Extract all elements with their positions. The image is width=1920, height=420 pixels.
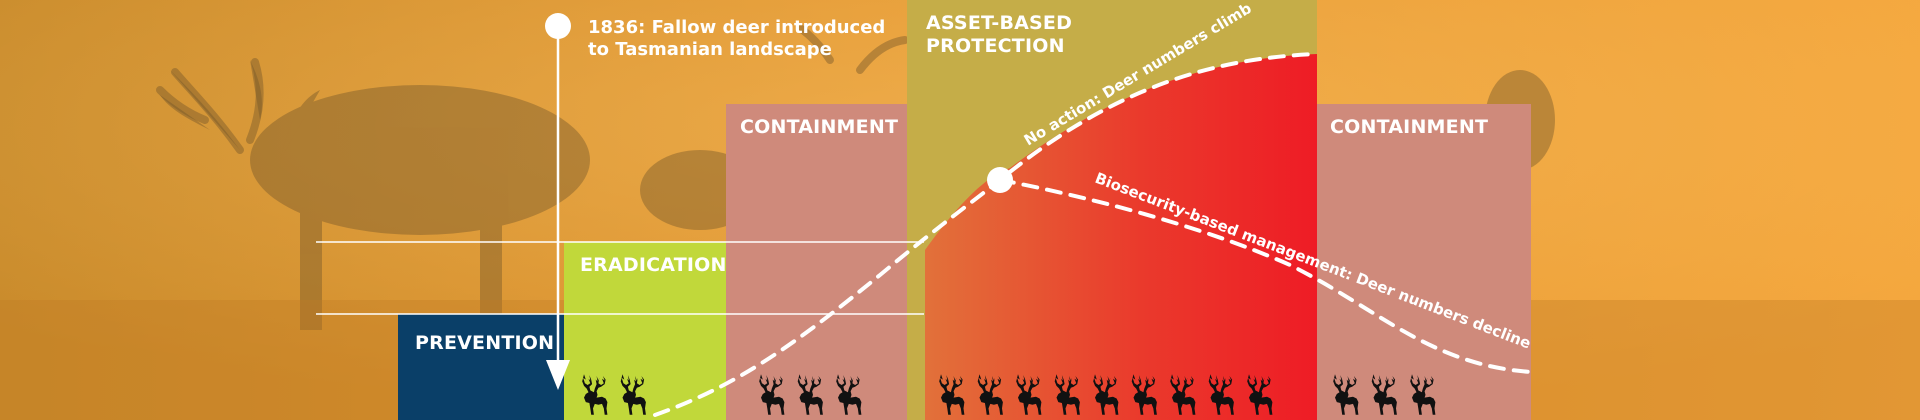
introduction-annotation-line1: 1836: Fallow deer introduced [588,17,885,38]
prevention-zone [398,314,564,420]
no-action-curve [653,52,1319,417]
introduction-annotation-line2: to Tasmanian landscape [588,39,832,60]
prevention-label: PREVENTION [415,332,554,354]
introduction-arrow-head [546,360,570,390]
asset-protection-label-line1: ASSET-BASED [926,12,1072,34]
background-antlers [156,24,909,154]
containment-zone-left [726,104,924,420]
introduction-marker [545,13,571,39]
containment-zone-right [1317,104,1531,420]
containment-right-label: CONTAINMENT [1330,116,1488,138]
asset-protection-label-line2: PROTECTION [926,35,1065,57]
no-action-area [925,54,1317,420]
branch-point-marker [987,167,1013,193]
containment-left-label: CONTAINMENT [740,116,898,138]
eradication-label: ERADICATION [580,254,727,276]
biosecurity-curve [998,178,1533,374]
